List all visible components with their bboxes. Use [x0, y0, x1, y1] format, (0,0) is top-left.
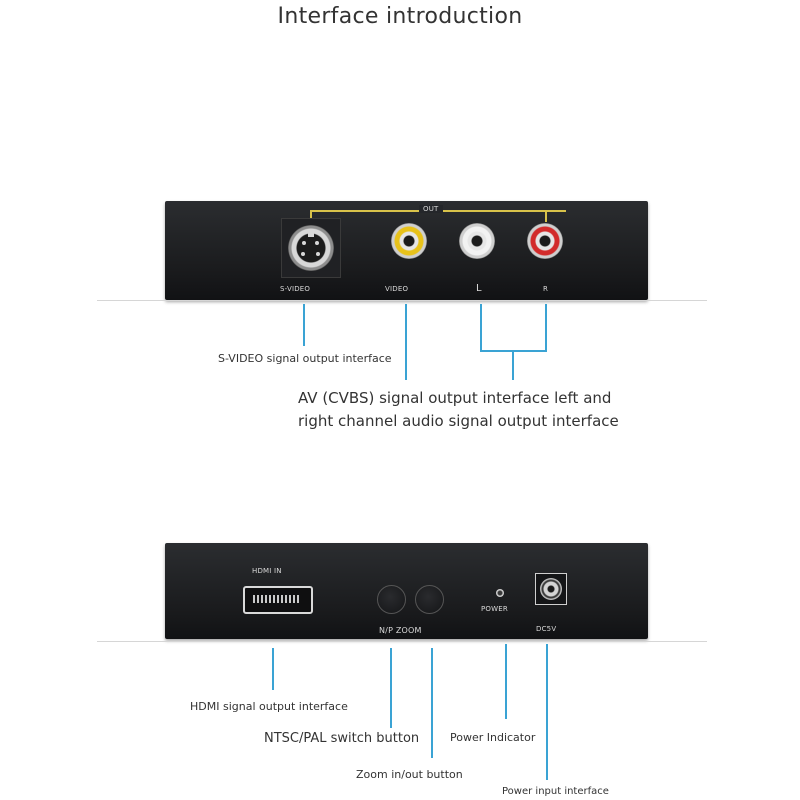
power-led-callout-line	[505, 644, 507, 719]
np-callout-line	[390, 648, 392, 728]
svideo-callout-text: S-VIDEO signal output interface	[218, 352, 392, 365]
hdmi-callout-text: HDMI signal output interface	[190, 700, 348, 713]
svideo-connector-icon	[288, 225, 334, 271]
audio-right-rca-jack[interactable]	[527, 223, 563, 259]
hdmi-connector-icon	[253, 595, 301, 603]
av-callout-text-line2: right channel audio signal output interf…	[298, 412, 619, 430]
audio-left-rca-jack[interactable]	[459, 223, 495, 259]
out-label: OUT	[419, 205, 443, 213]
left-label: L	[476, 283, 482, 294]
svideo-label: S-VIDEO	[280, 285, 311, 293]
right-label: R	[543, 285, 549, 293]
video-label: VIDEO	[385, 285, 409, 293]
np-switch-button[interactable]	[377, 585, 406, 614]
bottom-device-panel: HDMI IN N/P ZOOM POWER DC5V	[165, 543, 648, 639]
audio-callout-line	[512, 350, 514, 380]
power-indicator-callout-text: Power Indicator	[450, 731, 536, 744]
av-callout-text-line1: AV (CVBS) signal output interface left a…	[298, 389, 612, 407]
video-callout-line	[405, 304, 407, 380]
power-label: POWER	[481, 605, 508, 613]
np-zoom-label: N/P ZOOM	[379, 626, 422, 635]
zoom-button[interactable]	[415, 585, 444, 614]
dc-jack-icon	[540, 578, 562, 600]
hdmi-port[interactable]	[243, 586, 313, 614]
right-callout-line	[545, 304, 547, 352]
top-device-panel: OUT S-VIDEO VIDEO L R	[165, 201, 648, 300]
ntsc-pal-callout-text: NTSC/PAL switch button	[264, 731, 420, 746]
power-led-icon	[496, 589, 504, 597]
out-bracket-line	[310, 210, 312, 222]
power-input-callout-line	[546, 644, 548, 780]
out-bracket-line	[545, 210, 547, 222]
top-device-shadow	[97, 300, 707, 301]
page-title: Interface introduction	[277, 4, 523, 29]
dc-power-port[interactable]	[535, 573, 567, 605]
power-input-callout-text: Power input interface	[502, 786, 609, 797]
left-callout-line	[480, 304, 482, 352]
hdmi-label: HDMI IN	[252, 567, 282, 575]
zoom-callout-line	[431, 648, 433, 758]
video-rca-jack[interactable]	[391, 223, 427, 259]
svideo-callout-line	[303, 304, 305, 346]
dc-label: DC5V	[536, 625, 557, 633]
hdmi-callout-line	[272, 648, 274, 690]
zoom-callout-text: Zoom in/out button	[356, 768, 463, 781]
bottom-device-shadow	[97, 641, 707, 642]
svideo-port[interactable]	[281, 218, 341, 278]
